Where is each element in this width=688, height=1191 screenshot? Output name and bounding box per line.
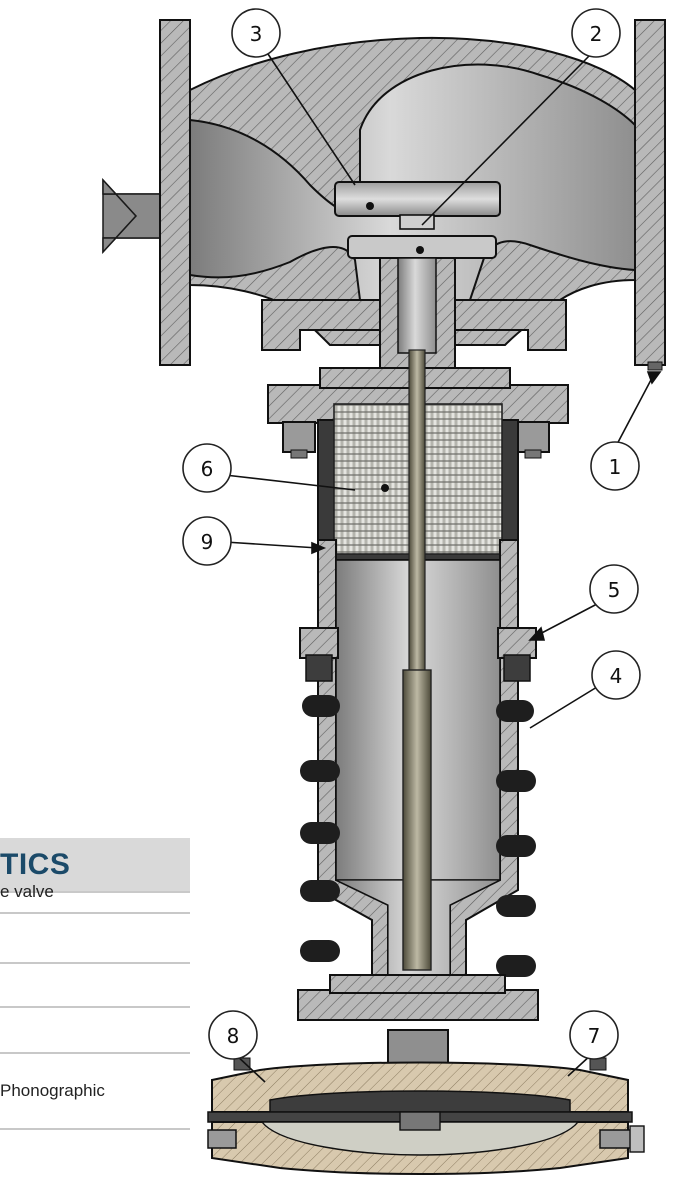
characteristics-title: TICS: [0, 848, 71, 881]
callout-6: 6: [182, 443, 232, 493]
svg-text:9: 9: [201, 530, 214, 554]
svg-text:5: 5: [608, 578, 621, 602]
svg-text:3: 3: [250, 22, 263, 46]
spring-adjuster-nut: [299, 627, 537, 682]
actuator-diaphragm-housing: [207, 1057, 645, 1175]
svg-text:7: 7: [588, 1024, 601, 1048]
characteristics-divider: [0, 962, 190, 964]
lower-yoke: [297, 974, 539, 1081]
valve-seat: [334, 181, 501, 217]
svg-text:4: 4: [610, 664, 623, 688]
svg-text:2: 2: [590, 22, 603, 46]
svg-text:1: 1: [609, 455, 622, 479]
actuator-spring: [300, 695, 536, 977]
callout-7: 7: [569, 1010, 619, 1060]
callout-8: 8: [208, 1010, 258, 1060]
characteristics-divider: [0, 912, 190, 914]
callout-2: 2: [571, 8, 621, 58]
characteristics-divider: [0, 1006, 190, 1008]
characteristics-row-1: e valve: [0, 882, 54, 901]
svg-text:6: 6: [201, 457, 214, 481]
callout-5: 5: [589, 564, 639, 614]
svg-text:8: 8: [227, 1024, 240, 1048]
characteristics-divider: [0, 1052, 190, 1054]
characteristics-divider: [0, 1128, 190, 1130]
callout-4: 4: [591, 650, 641, 700]
callout-1: 1: [590, 441, 640, 491]
callout-leader-lines: [224, 51, 662, 1083]
callout-9: 9: [182, 516, 232, 566]
callout-3: 3: [231, 8, 281, 58]
valve-plug: [347, 214, 497, 259]
characteristics-row-5: Phonographic: [0, 1081, 105, 1100]
characteristics-header: [0, 838, 190, 893]
